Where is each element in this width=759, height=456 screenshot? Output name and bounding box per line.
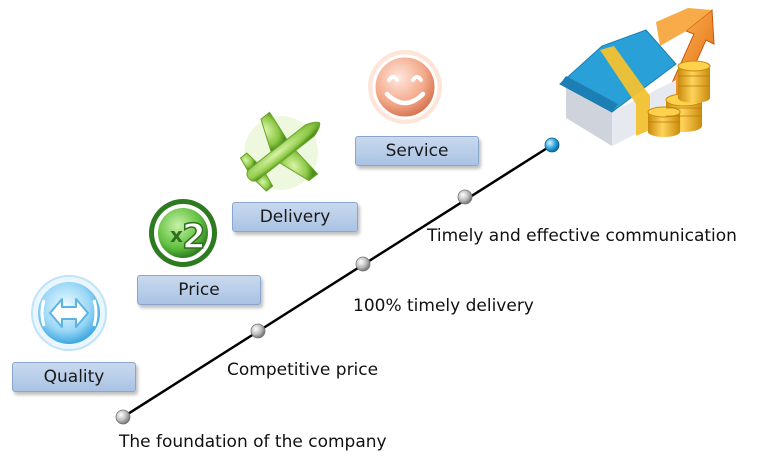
growth-line — [122, 143, 553, 419]
airplane-icon — [239, 111, 321, 192]
caption-foundation: The foundation of the company — [119, 432, 387, 452]
svg-text:x: x — [170, 223, 183, 247]
line-node-1 — [115, 409, 131, 425]
caption-communication: Timely and effective communication — [427, 226, 737, 246]
quality-arrows-icon — [31, 275, 107, 351]
house-with-coins-and-arrow-icon — [559, 8, 715, 146]
line-node-4 — [457, 189, 473, 205]
smiley-face-icon — [368, 50, 442, 124]
x2-badge-icon: x 2 — [149, 199, 217, 267]
line-node-end — [544, 137, 560, 153]
step-label-service: Service — [355, 136, 479, 166]
line-node-3 — [355, 256, 371, 272]
svg-text:2: 2 — [182, 217, 206, 257]
caption-timely-delivery: 100% timely delivery — [353, 296, 534, 316]
step-label-delivery: Delivery — [232, 202, 358, 232]
line-node-2 — [250, 323, 266, 339]
caption-competitive-price: Competitive price — [227, 360, 379, 380]
step-label-quality: Quality — [12, 362, 136, 392]
step-label-price: Price — [137, 275, 261, 305]
